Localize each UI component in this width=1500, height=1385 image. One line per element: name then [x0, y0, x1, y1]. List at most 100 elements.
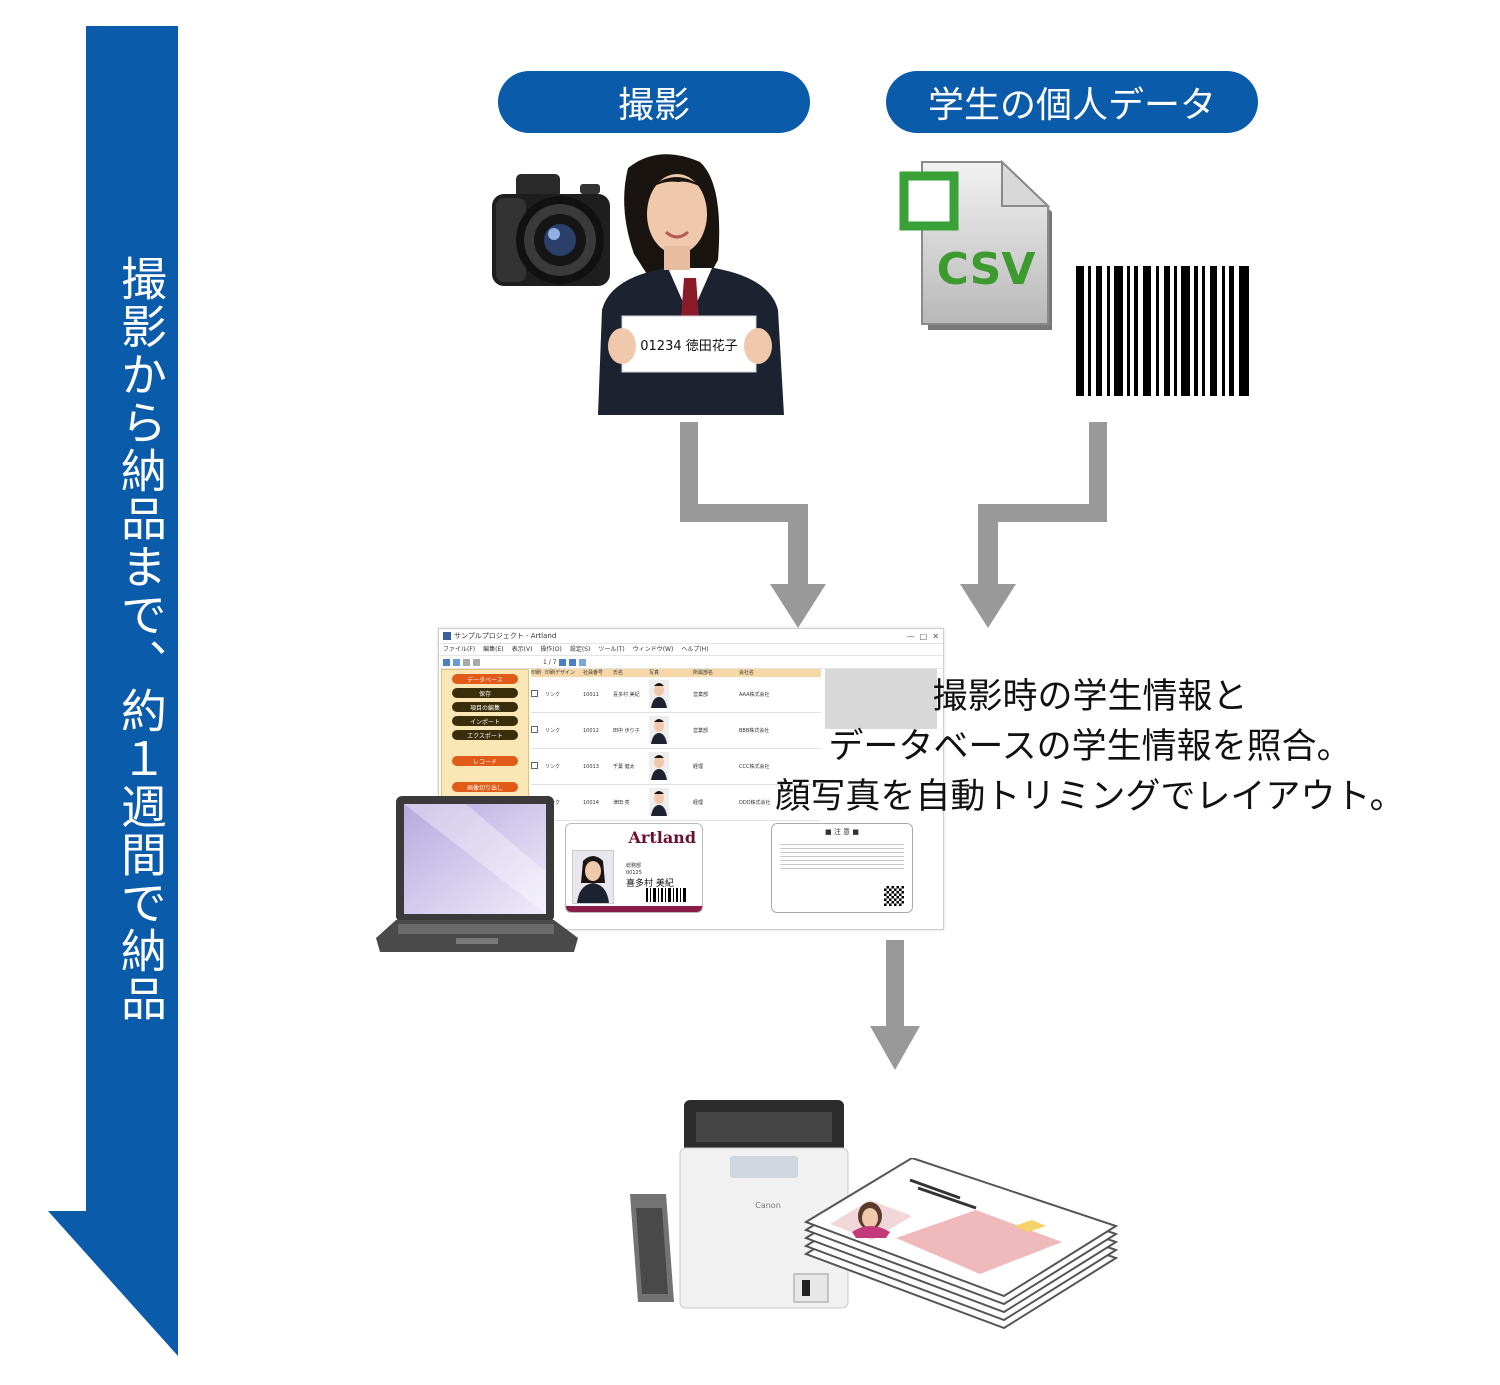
side-button[interactable]: インポート [452, 716, 518, 726]
laptop-icon [376, 796, 578, 952]
csv-label: CSV [937, 244, 1036, 295]
photo-pill: 撮影 [498, 71, 810, 133]
window-controls[interactable]: — □ ✕ [906, 631, 939, 641]
card-role: 総務部 [626, 863, 642, 869]
menu-item[interactable]: 表示(V) [511, 646, 533, 653]
caption-line-1: 撮影時の学生情報と [932, 677, 1248, 717]
menu-bar: ファイル(F) 編集(E) 表示(V) 操作(O) 設定(S) ツール(T) ウィンドウ(W… [439, 644, 943, 656]
student-data-pill: 学生の個人データ [886, 71, 1258, 133]
menu-item[interactable]: ファイル(F) [443, 646, 476, 653]
menu-item[interactable]: ウィンドウ(W) [632, 646, 674, 653]
save-tool-icon[interactable] [443, 658, 450, 666]
arrow-data-to-software [960, 422, 1107, 628]
photo-card-text: 01234 徳田花子 [640, 338, 738, 354]
print-tool-icon[interactable] [579, 658, 587, 666]
card-barcode-icon [646, 888, 686, 902]
cell-photo [649, 787, 693, 818]
cell-photo [649, 679, 693, 710]
printer-brand: Canon [755, 1201, 781, 1210]
title-bar: サンプルプロジェクト - Artland — □ ✕ [439, 629, 943, 644]
row-checkbox[interactable] [531, 726, 545, 735]
side-button[interactable]: データベース [452, 674, 518, 684]
menu-item[interactable]: ツール(T) [598, 646, 625, 653]
preview-pane [825, 669, 937, 729]
timeline-arrow [48, 26, 178, 1356]
notice-title: ■ 注 意 ■ [825, 828, 859, 836]
cell-design: リンク [545, 728, 561, 734]
copy-tool-icon[interactable] [473, 658, 480, 666]
cell-design: リンク [545, 692, 561, 698]
cell-photo [649, 751, 693, 782]
qr-code-icon [884, 886, 904, 906]
caption-line-3: 顔写真を自動トリミングでレイアウト。 [775, 777, 1405, 817]
cell-company: DDD株式会社 [739, 800, 771, 806]
cell-company: BBB株式会社 [739, 728, 770, 734]
grid-column-header[interactable]: 印刷 [531, 670, 542, 676]
caption-line-2: データベースの学生情報を照合。 [828, 727, 1352, 767]
barcode-icon [1076, 266, 1249, 396]
table-row[interactable]: リンク 10011 喜多村 美紀 営業部 AAA株式会社 [531, 677, 821, 713]
camera-icon [492, 174, 610, 286]
open-tool-icon[interactable] [453, 658, 460, 666]
last-page-icon[interactable] [569, 658, 577, 666]
side-button[interactable]: 項目の編集 [452, 702, 518, 712]
grid-column-header[interactable]: 氏名 [613, 670, 624, 676]
cut-tool-icon[interactable] [463, 658, 470, 666]
cell-name: 千葉 健太 [613, 764, 635, 770]
process-caption: 撮影時の学生情報と データベースの学生情報を照合。 顔写真を自動トリミングでレイ… [770, 672, 1410, 822]
cell-id: 10013 [583, 763, 599, 770]
window-title: サンプルプロジェクト - Artland [454, 632, 557, 640]
student-photo: 01234 徳田花子 [598, 154, 784, 415]
card-id: 00125 [626, 870, 642, 876]
cell-design: リンク [545, 764, 561, 770]
cell-dept: 経理 [693, 764, 704, 770]
timeline-label: 撮影から納品まで、約１週間で納品 [114, 255, 168, 1023]
next-page-icon[interactable] [559, 658, 567, 666]
cell-dept: 営業部 [693, 728, 709, 734]
cell-dept: 営業部 [693, 692, 709, 698]
row-checkbox[interactable] [531, 690, 545, 699]
grid-column-header[interactable]: 会社名 [739, 670, 755, 676]
grid-column-header[interactable]: 写真 [649, 670, 660, 676]
csv-file-icon: CSV [899, 160, 1052, 330]
side-button[interactable]: レコード [452, 756, 518, 766]
software-window: サンプルプロジェクト - Artland — □ ✕ ファイル(F) 編集(E) 表… [438, 628, 944, 930]
id-card-preview: Artland 総務部 00125 喜多村 美紀 [565, 823, 703, 913]
cell-name: 喜多村 美紀 [613, 692, 640, 698]
arrow-photo-to-software [680, 422, 826, 628]
toolbar: 1 / 7 [439, 656, 943, 669]
notice-body-lines [780, 841, 904, 871]
side-button[interactable]: エクスポート [452, 730, 518, 740]
grid-column-header[interactable]: 所属部名 [693, 670, 714, 676]
card-name: 喜多村 美紀 [626, 879, 674, 889]
app-icon [443, 632, 451, 640]
row-checkbox[interactable] [531, 762, 545, 771]
cell-name: 津田 亮 [613, 800, 630, 806]
page-indicator: 1 / 7 [543, 658, 557, 666]
cell-id: 10014 [583, 799, 599, 806]
card-stripe [566, 906, 702, 912]
cell-dept: 経理 [693, 800, 704, 806]
menu-item[interactable]: 設定(S) [569, 646, 591, 653]
grid-column-header[interactable]: 印刷デザイン [545, 670, 576, 676]
arrow-software-to-printer [870, 940, 920, 1070]
grid-column-header[interactable]: 社員番号 [583, 670, 604, 676]
side-button[interactable]: 画像切り出し [452, 782, 518, 792]
menu-item[interactable]: 編集(E) [483, 646, 504, 653]
cell-id: 10011 [583, 691, 599, 698]
card-brand: Artland [628, 828, 697, 847]
cell-name: 田中 歩り子 [613, 728, 640, 734]
id-card-stack-icon [803, 1158, 1119, 1330]
menu-item[interactable]: 操作(O) [540, 646, 562, 653]
card-photo [572, 850, 614, 904]
notice-card-preview: ■ 注 意 ■ [771, 823, 913, 913]
cell-company: AAA株式会社 [739, 692, 770, 698]
side-button[interactable]: 保存 [452, 688, 518, 698]
grid-header: 印刷印刷デザイン 社員番号 氏名 写真 所属部名 会社名 [531, 669, 821, 677]
card-printer-icon: Canon [630, 1100, 849, 1309]
menu-item[interactable]: ヘルプ(H) [681, 646, 709, 653]
cell-photo [649, 715, 693, 746]
